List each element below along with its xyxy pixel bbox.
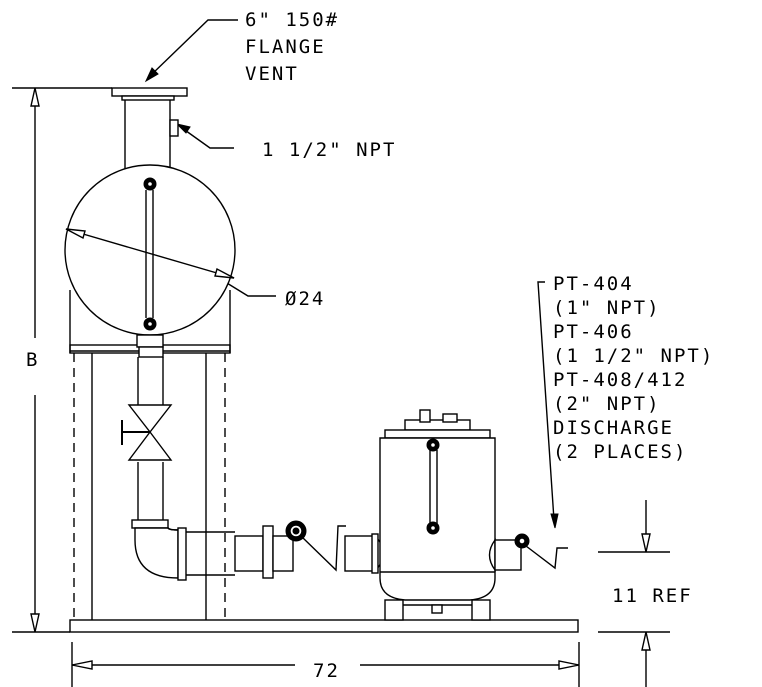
pump-sight-glass [426, 438, 440, 535]
callout-line-8: (2 PLACES) [553, 441, 687, 463]
diameter-label: Ø24 [285, 288, 325, 310]
npt-leader [175, 123, 234, 149]
pump-inlet [344, 533, 385, 574]
check-valve-1 [301, 525, 346, 572]
suction-piping [137, 346, 164, 520]
npt-coupling [169, 119, 179, 137]
flange-type-label: FLANGE [245, 36, 326, 58]
flange-leader [144, 19, 238, 83]
height-dimension [12, 87, 112, 633]
receiver-sight-glass [143, 177, 157, 331]
vent-flange [111, 87, 188, 177]
callout-line-6: (2" NPT) [553, 393, 661, 415]
pump-discharge [488, 533, 530, 573]
callout-line-4: (1 1/2" NPT) [553, 345, 714, 367]
callout-line-7: DISCHARGE [553, 417, 674, 439]
width-dimension-label: 72 [313, 660, 340, 682]
gate-valve [121, 404, 173, 461]
suction-line [186, 520, 307, 579]
height-dimension-label: B [26, 349, 39, 371]
callout-leader [537, 281, 559, 529]
callout-line-5: PT-408/412 [553, 369, 687, 391]
reference-dimension-label: 11 REF [612, 585, 693, 607]
npt-connection-label: 1 1/2" NPT [262, 139, 396, 161]
discharge-callout: PT-404 (1" NPT) PT-406 (1 1/2" NPT) PT-4… [553, 273, 714, 463]
flange-vent-label: VENT [245, 63, 299, 85]
check-valve-2 [525, 545, 568, 570]
callout-line-2: (1" NPT) [553, 297, 661, 319]
callout-line-3: PT-406 [553, 321, 634, 343]
receiver-tank [64, 164, 236, 348]
base-plate [69, 619, 579, 633]
width-dimension [71, 642, 580, 687]
diameter-leader [221, 279, 276, 297]
pipe-elbow [131, 519, 187, 581]
reference-dimension [598, 500, 670, 687]
callout-line-1: PT-404 [553, 273, 634, 295]
flange-size-label: 6" 150# [245, 9, 339, 31]
